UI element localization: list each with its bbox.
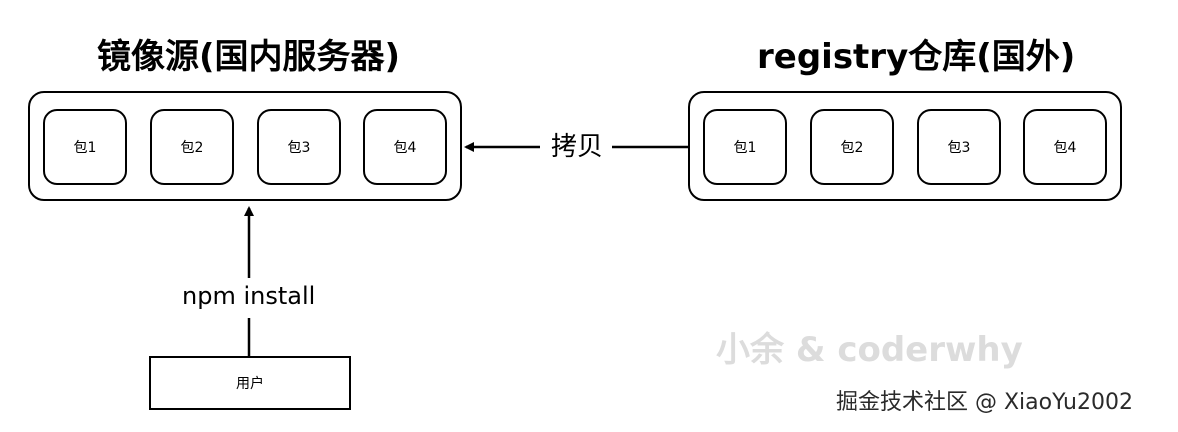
mirror-package-3: 包3 bbox=[257, 109, 341, 185]
mirror-title: 镜像源(国内服务器) bbox=[97, 37, 401, 77]
package-label: 包4 bbox=[1053, 140, 1077, 156]
registry-package-2: 包2 bbox=[810, 109, 894, 185]
author-watermark: 小余 & coderwhy bbox=[716, 330, 1023, 370]
package-label: 包2 bbox=[180, 140, 204, 156]
package-label: 包3 bbox=[947, 140, 971, 156]
package-label: 包4 bbox=[393, 140, 417, 156]
copy-label: 拷贝 bbox=[551, 132, 604, 162]
user-box: 用户 bbox=[149, 356, 351, 410]
package-label: 包3 bbox=[287, 140, 311, 156]
mirror-package-4: 包4 bbox=[363, 109, 447, 185]
mirror-package-2: 包2 bbox=[150, 109, 234, 185]
mirror-package-1: 包1 bbox=[43, 109, 127, 185]
registry-package-4: 包4 bbox=[1023, 109, 1107, 185]
registry-package-1: 包1 bbox=[703, 109, 787, 185]
registry-title: registry仓库(国外) bbox=[757, 37, 1076, 77]
registry-package-group: 包1 包2 包3 包4 bbox=[688, 91, 1122, 201]
package-label: 包2 bbox=[840, 140, 864, 156]
npm-install-label: npm install bbox=[182, 282, 316, 310]
registry-package-3: 包3 bbox=[917, 109, 1001, 185]
package-label: 包1 bbox=[733, 140, 757, 156]
user-label: 用户 bbox=[236, 376, 264, 392]
package-label: 包1 bbox=[73, 140, 97, 156]
mirror-package-group: 包1 包2 包3 包4 bbox=[28, 91, 462, 201]
footer-credit: 掘金技术社区 @ XiaoYu2002 bbox=[836, 390, 1133, 415]
